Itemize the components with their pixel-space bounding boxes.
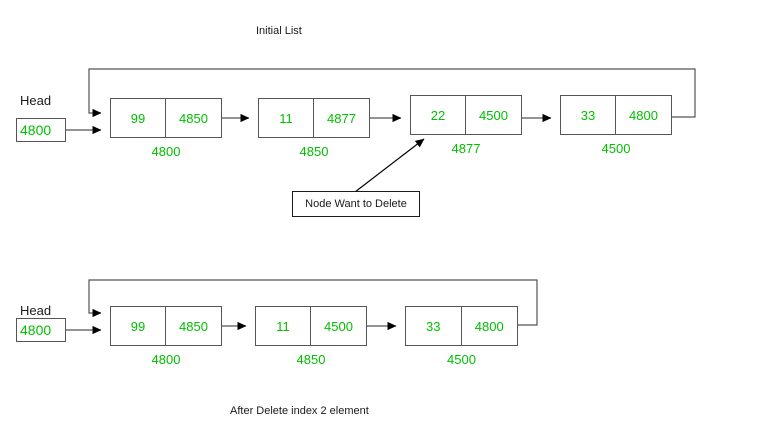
bottom-node-1-address: 4850 <box>296 352 326 367</box>
top-node-0-data: 99 <box>111 99 166 137</box>
top-diagram-title: Initial List <box>256 25 302 37</box>
bottom-head-pointer-box: 4800 <box>16 318 66 342</box>
top-node-2-data: 22 <box>411 96 466 134</box>
top-head-pointer-box: 4800 <box>16 118 66 142</box>
bottom-head-label: Head <box>20 303 52 318</box>
top-node-0-address: 4800 <box>151 144 181 159</box>
bottom-node-0: 99 4850 <box>110 306 222 346</box>
bottom-node-2-data: 33 <box>406 307 462 345</box>
bottom-node-2-next: 4800 <box>474 318 504 334</box>
top-node-3-address: 4500 <box>601 141 631 156</box>
bottom-diagram-caption: After Delete index 2 element <box>230 405 369 417</box>
bottom-node-2: 33 4800 <box>405 306 518 346</box>
delete-annotation-arrow <box>354 138 425 193</box>
top-node-3-data: 33 <box>561 96 616 134</box>
top-node-1-next: 4877 <box>327 110 356 126</box>
bottom-node-1-next: 4500 <box>324 318 353 334</box>
bottom-node-1-data: 11 <box>256 307 311 345</box>
top-node-0-next: 4850 <box>179 110 208 126</box>
top-node-2-next: 4500 <box>479 107 508 123</box>
top-node-3: 33 4800 <box>560 95 672 135</box>
bottom-circular-loop-arrow <box>88 279 538 326</box>
top-head-label: Head <box>20 93 52 108</box>
top-node-3-next: 4800 <box>629 107 658 123</box>
bottom-node-0-next: 4850 <box>179 318 208 334</box>
top-node-2-address: 4877 <box>451 141 481 156</box>
top-circular-loop-arrow <box>88 68 696 118</box>
bottom-node-2-address: 4500 <box>447 352 476 367</box>
top-node-1: 11 4877 <box>258 98 370 138</box>
bottom-node-0-data: 99 <box>111 307 166 345</box>
bottom-node-1: 11 4500 <box>255 306 367 346</box>
top-node-1-data: 11 <box>259 99 314 137</box>
top-head-pointer-value: 4800 <box>20 122 52 138</box>
bottom-node-0-address: 4800 <box>151 352 181 367</box>
bottom-head-pointer-value: 4800 <box>20 322 52 338</box>
delete-annotation-label: Node Want to Delete <box>292 191 420 217</box>
top-node-1-address: 4850 <box>299 144 329 159</box>
top-node-2: 22 4500 <box>410 95 522 135</box>
top-node-0: 99 4850 <box>110 98 222 138</box>
